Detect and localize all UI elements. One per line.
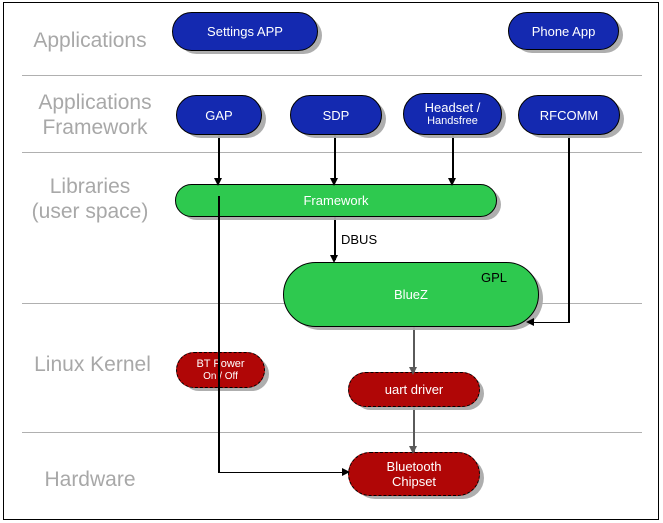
node-framework-label: Framework (303, 193, 369, 208)
edge-rfcomm-horizontal (529, 321, 569, 323)
node-gap[interactable]: GAP (176, 95, 262, 135)
arrowhead-headset-framework (447, 178, 456, 186)
node-sdp-label: SDP (322, 107, 350, 123)
node-bluetooth-chipset-label-line1: Bluetooth (386, 459, 442, 474)
edge-uart-to-chipset (413, 404, 415, 454)
arrowhead-gap-chipset (342, 467, 350, 476)
node-rfcomm[interactable]: RFCOMM (518, 95, 620, 135)
node-bt-power-label-line2: On / Off (203, 370, 238, 382)
edge-rfcomm-vertical (568, 134, 570, 323)
divider-linux-kernel (22, 432, 642, 433)
edge-sdp-to-framework (334, 134, 336, 182)
divider-applications (22, 75, 642, 76)
layer-label-applications-framework: Applications Framework (38, 91, 152, 139)
node-uart-driver-label: uart driver (384, 382, 444, 397)
node-bluez-license-tag: GPL (481, 270, 508, 285)
node-headset-label-line2: Handsfree (427, 115, 478, 127)
arrowhead-rfcomm-bluez (526, 317, 534, 326)
edge-gap-to-chipset-horizontal (218, 471, 346, 473)
edge-headset-to-framework (452, 134, 454, 182)
layer-label-libraries: Libraries (user space) (31, 175, 149, 223)
node-headset-label-line1: Headset / (424, 100, 481, 115)
arrowhead-sdp-framework (329, 178, 338, 186)
node-settings-app[interactable]: Settings APP (172, 12, 318, 51)
node-gap-label: GAP (205, 107, 233, 123)
node-bluetooth-chipset-label-line2: Chipset (391, 474, 437, 489)
node-phone-app-label: Phone App (531, 23, 596, 39)
node-bluez-label: BlueZ (394, 287, 428, 302)
edge-framework-to-bluez (334, 216, 336, 260)
node-bluetooth-chipset[interactable]: Bluetooth Chipset (348, 452, 480, 496)
node-bluez[interactable]: BlueZ (283, 262, 539, 327)
edge-label-dbus: DBUS (341, 232, 378, 247)
arrowhead-gap-framework (213, 178, 222, 186)
edge-gap-to-framework (218, 134, 220, 182)
node-bt-power-label-line1: BT Power (196, 357, 245, 370)
node-rfcomm-label: RFCOMM (539, 107, 599, 123)
node-sdp[interactable]: SDP (290, 95, 382, 135)
layer-label-linux-kernel: Linux Kernel (34, 353, 151, 376)
arrowhead-uart-chipset (408, 446, 417, 454)
layer-label-hardware: Hardware (44, 468, 136, 491)
edge-gap-to-chipset-vertical (218, 196, 220, 473)
node-bt-power[interactable]: BT Power On / Off (176, 352, 265, 388)
node-framework[interactable]: Framework (175, 184, 497, 217)
arrowhead-framework-bluez (329, 255, 338, 263)
divider-applications-framework (22, 152, 642, 153)
node-phone-app[interactable]: Phone App (508, 12, 619, 50)
edge-bluez-to-uart (413, 325, 415, 373)
node-headset-handsfree[interactable]: Headset / Handsfree (403, 93, 502, 135)
diagram-border (3, 2, 659, 520)
layer-label-applications: Applications (33, 29, 147, 52)
node-settings-app-label: Settings APP (207, 24, 283, 39)
arrowhead-bluez-uart (408, 367, 417, 375)
node-uart-driver[interactable]: uart driver (348, 372, 480, 407)
